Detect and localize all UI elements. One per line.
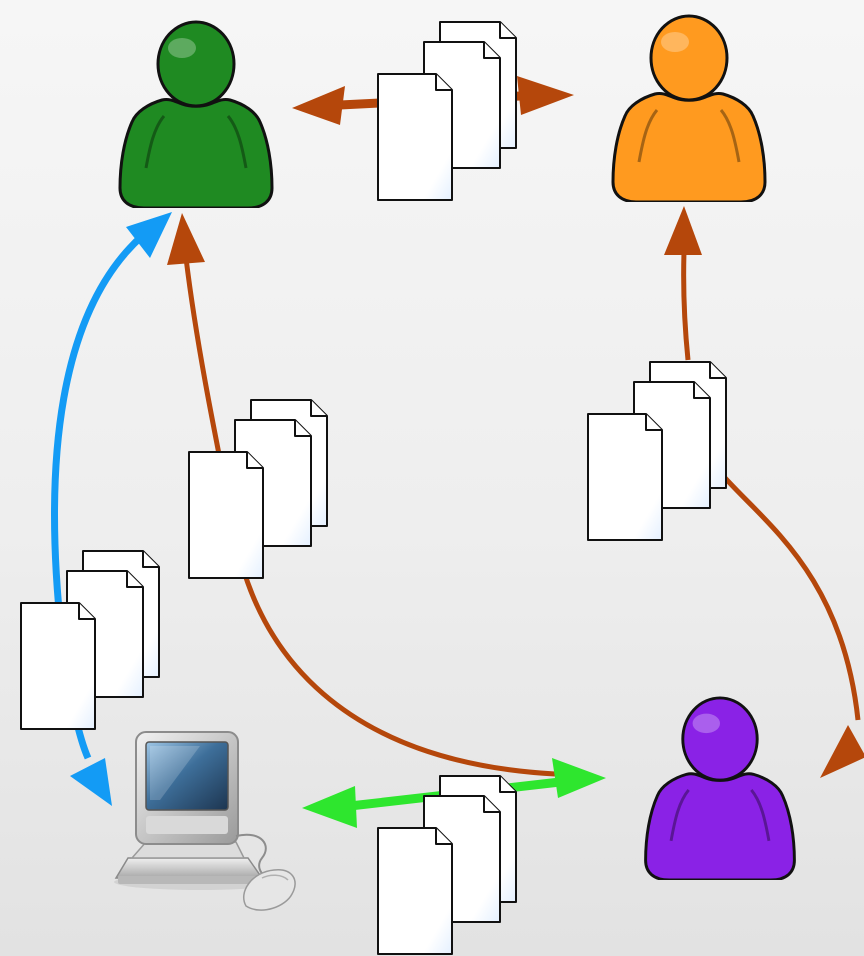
person-green-icon <box>118 20 274 208</box>
arrowhead-to-computer-green <box>302 786 357 828</box>
arrowhead-to-orange <box>517 76 574 115</box>
desktop-computer-icon <box>114 731 296 911</box>
arrowhead-to-green-from-purple <box>167 213 205 265</box>
arrowhead-to-purple <box>552 758 606 798</box>
document-stack-left-bottom <box>20 550 160 730</box>
document-stack-left-middle <box>188 399 328 579</box>
arrowhead-to-green <box>292 86 345 125</box>
person-purple-icon <box>644 696 796 880</box>
arrowhead-to-computer <box>70 758 112 806</box>
document-stack-top <box>377 21 517 201</box>
person-orange-icon <box>611 14 767 202</box>
arrowhead-to-orange-from-purple <box>664 206 702 255</box>
document-stack-right-middle <box>587 361 727 541</box>
arrowhead-to-green-blue <box>126 212 172 258</box>
link-purple-orange <box>664 206 864 778</box>
arrowhead-to-purple-from-orange <box>820 725 864 778</box>
